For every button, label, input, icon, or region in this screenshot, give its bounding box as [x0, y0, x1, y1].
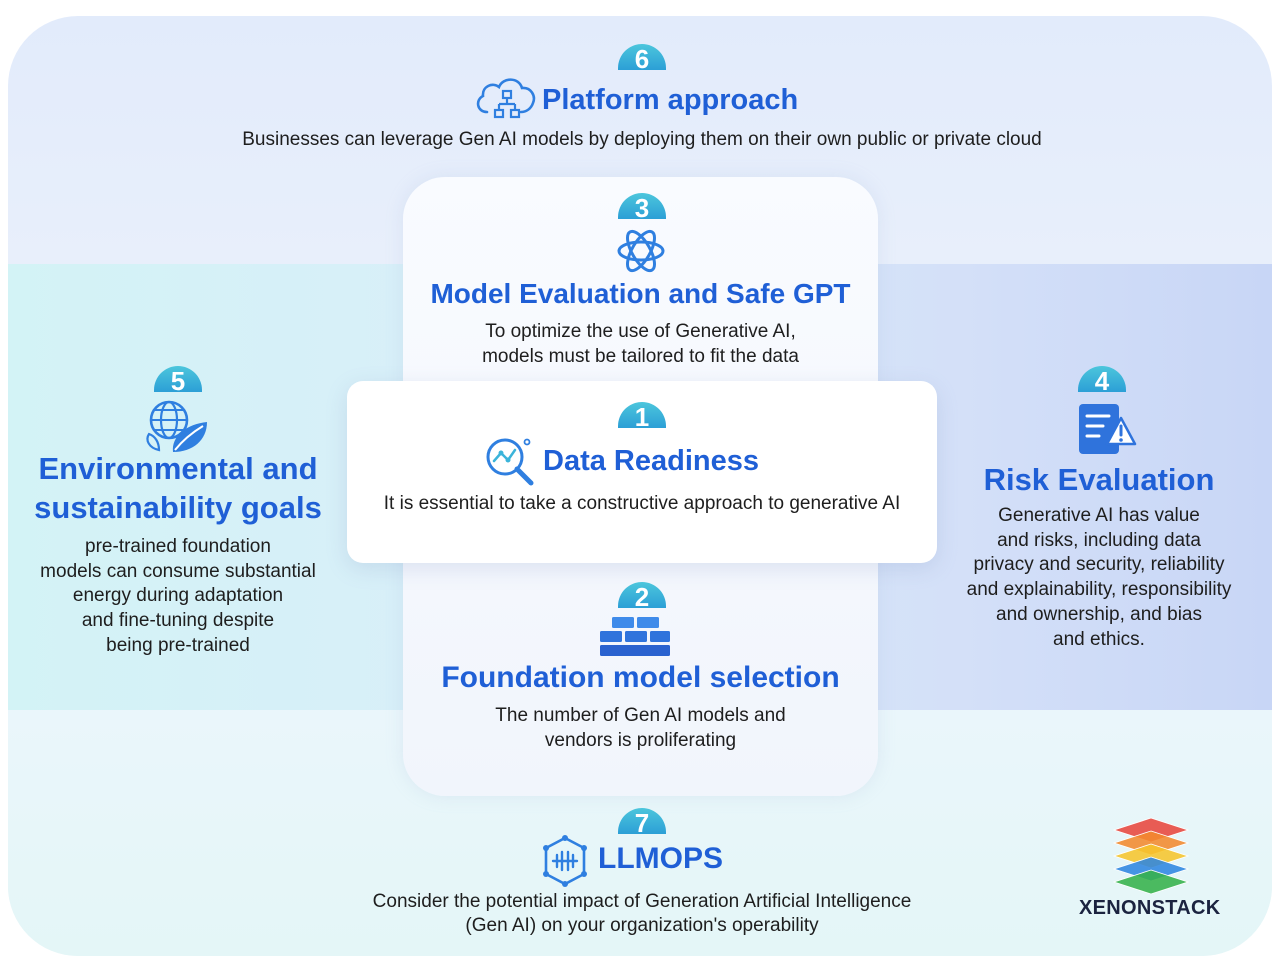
step-badge-2: 2 — [618, 582, 666, 608]
llmops-title: LLMOPS — [598, 842, 723, 875]
model-evaluation-title: Model Evaluation and Safe GPT — [430, 278, 851, 309]
risk-evaluation-title: Risk Evaluation — [983, 462, 1215, 497]
magnifier-analytics-icon — [486, 438, 534, 486]
step-badge-6: 6 — [618, 44, 666, 70]
risk-desc-line1: Generative AI has value — [998, 505, 1200, 526]
foundation-model-desc-line2: vendors is proliferating — [544, 730, 737, 751]
platform-approach-desc: Businesses can leverage Gen AI models by… — [242, 129, 1042, 150]
xenonstack-logo-icon — [1112, 817, 1190, 895]
environmental-title-line2: sustainability goals — [34, 490, 322, 525]
globe-leaf-icon — [146, 400, 207, 452]
risk-desc-line3: privacy and security, reliability — [973, 554, 1225, 575]
document-warning-icon — [1079, 404, 1137, 454]
environmental-desc-line5: being pre-trained — [106, 635, 250, 656]
environmental-desc-line4: and fine-tuning despite — [81, 610, 275, 631]
environmental-desc-line3: energy during adaptation — [72, 585, 284, 606]
environmental-desc-line1: pre-trained foundation — [85, 536, 271, 557]
model-evaluation-desc-line1: To optimize the use of Generative AI, — [485, 321, 796, 342]
risk-desc-line2: and risks, including data — [997, 530, 1201, 551]
foundation-model-title: Foundation model selection — [441, 661, 840, 694]
environmental-title-line1: Environmental and — [38, 451, 318, 486]
llmops-desc-line2: (Gen AI) on your organization's operabil… — [465, 915, 819, 936]
environmental-desc-line2: models can consume substantial — [40, 561, 316, 582]
platform-approach-title: Platform approach — [542, 84, 799, 116]
xenonstack-logo-text: XENONSTACK — [1079, 897, 1221, 919]
openai-logo-icon — [617, 229, 665, 273]
llmops-desc-line1: Consider the potential impact of Generat… — [372, 891, 912, 912]
cloud-network-icon — [476, 78, 536, 119]
step-badge-4: 4 — [1078, 366, 1126, 392]
brick-wall-icon — [600, 617, 670, 656]
risk-desc-line6: and ethics. — [1053, 629, 1145, 650]
data-readiness-desc: It is essential to take a constructive a… — [383, 493, 901, 514]
model-evaluation-desc-line2: models must be tailored to fit the data — [482, 346, 799, 367]
llmops-network-icon — [543, 835, 587, 887]
foundation-model-desc-line1: The number of Gen AI models and — [495, 705, 786, 726]
logo-layer-5 — [1112, 869, 1190, 895]
risk-desc-line4: and explainability, responsibility — [966, 579, 1232, 600]
risk-desc-line5: and ownership, and bias — [996, 604, 1202, 625]
data-readiness-title: Data Readiness — [543, 445, 759, 477]
